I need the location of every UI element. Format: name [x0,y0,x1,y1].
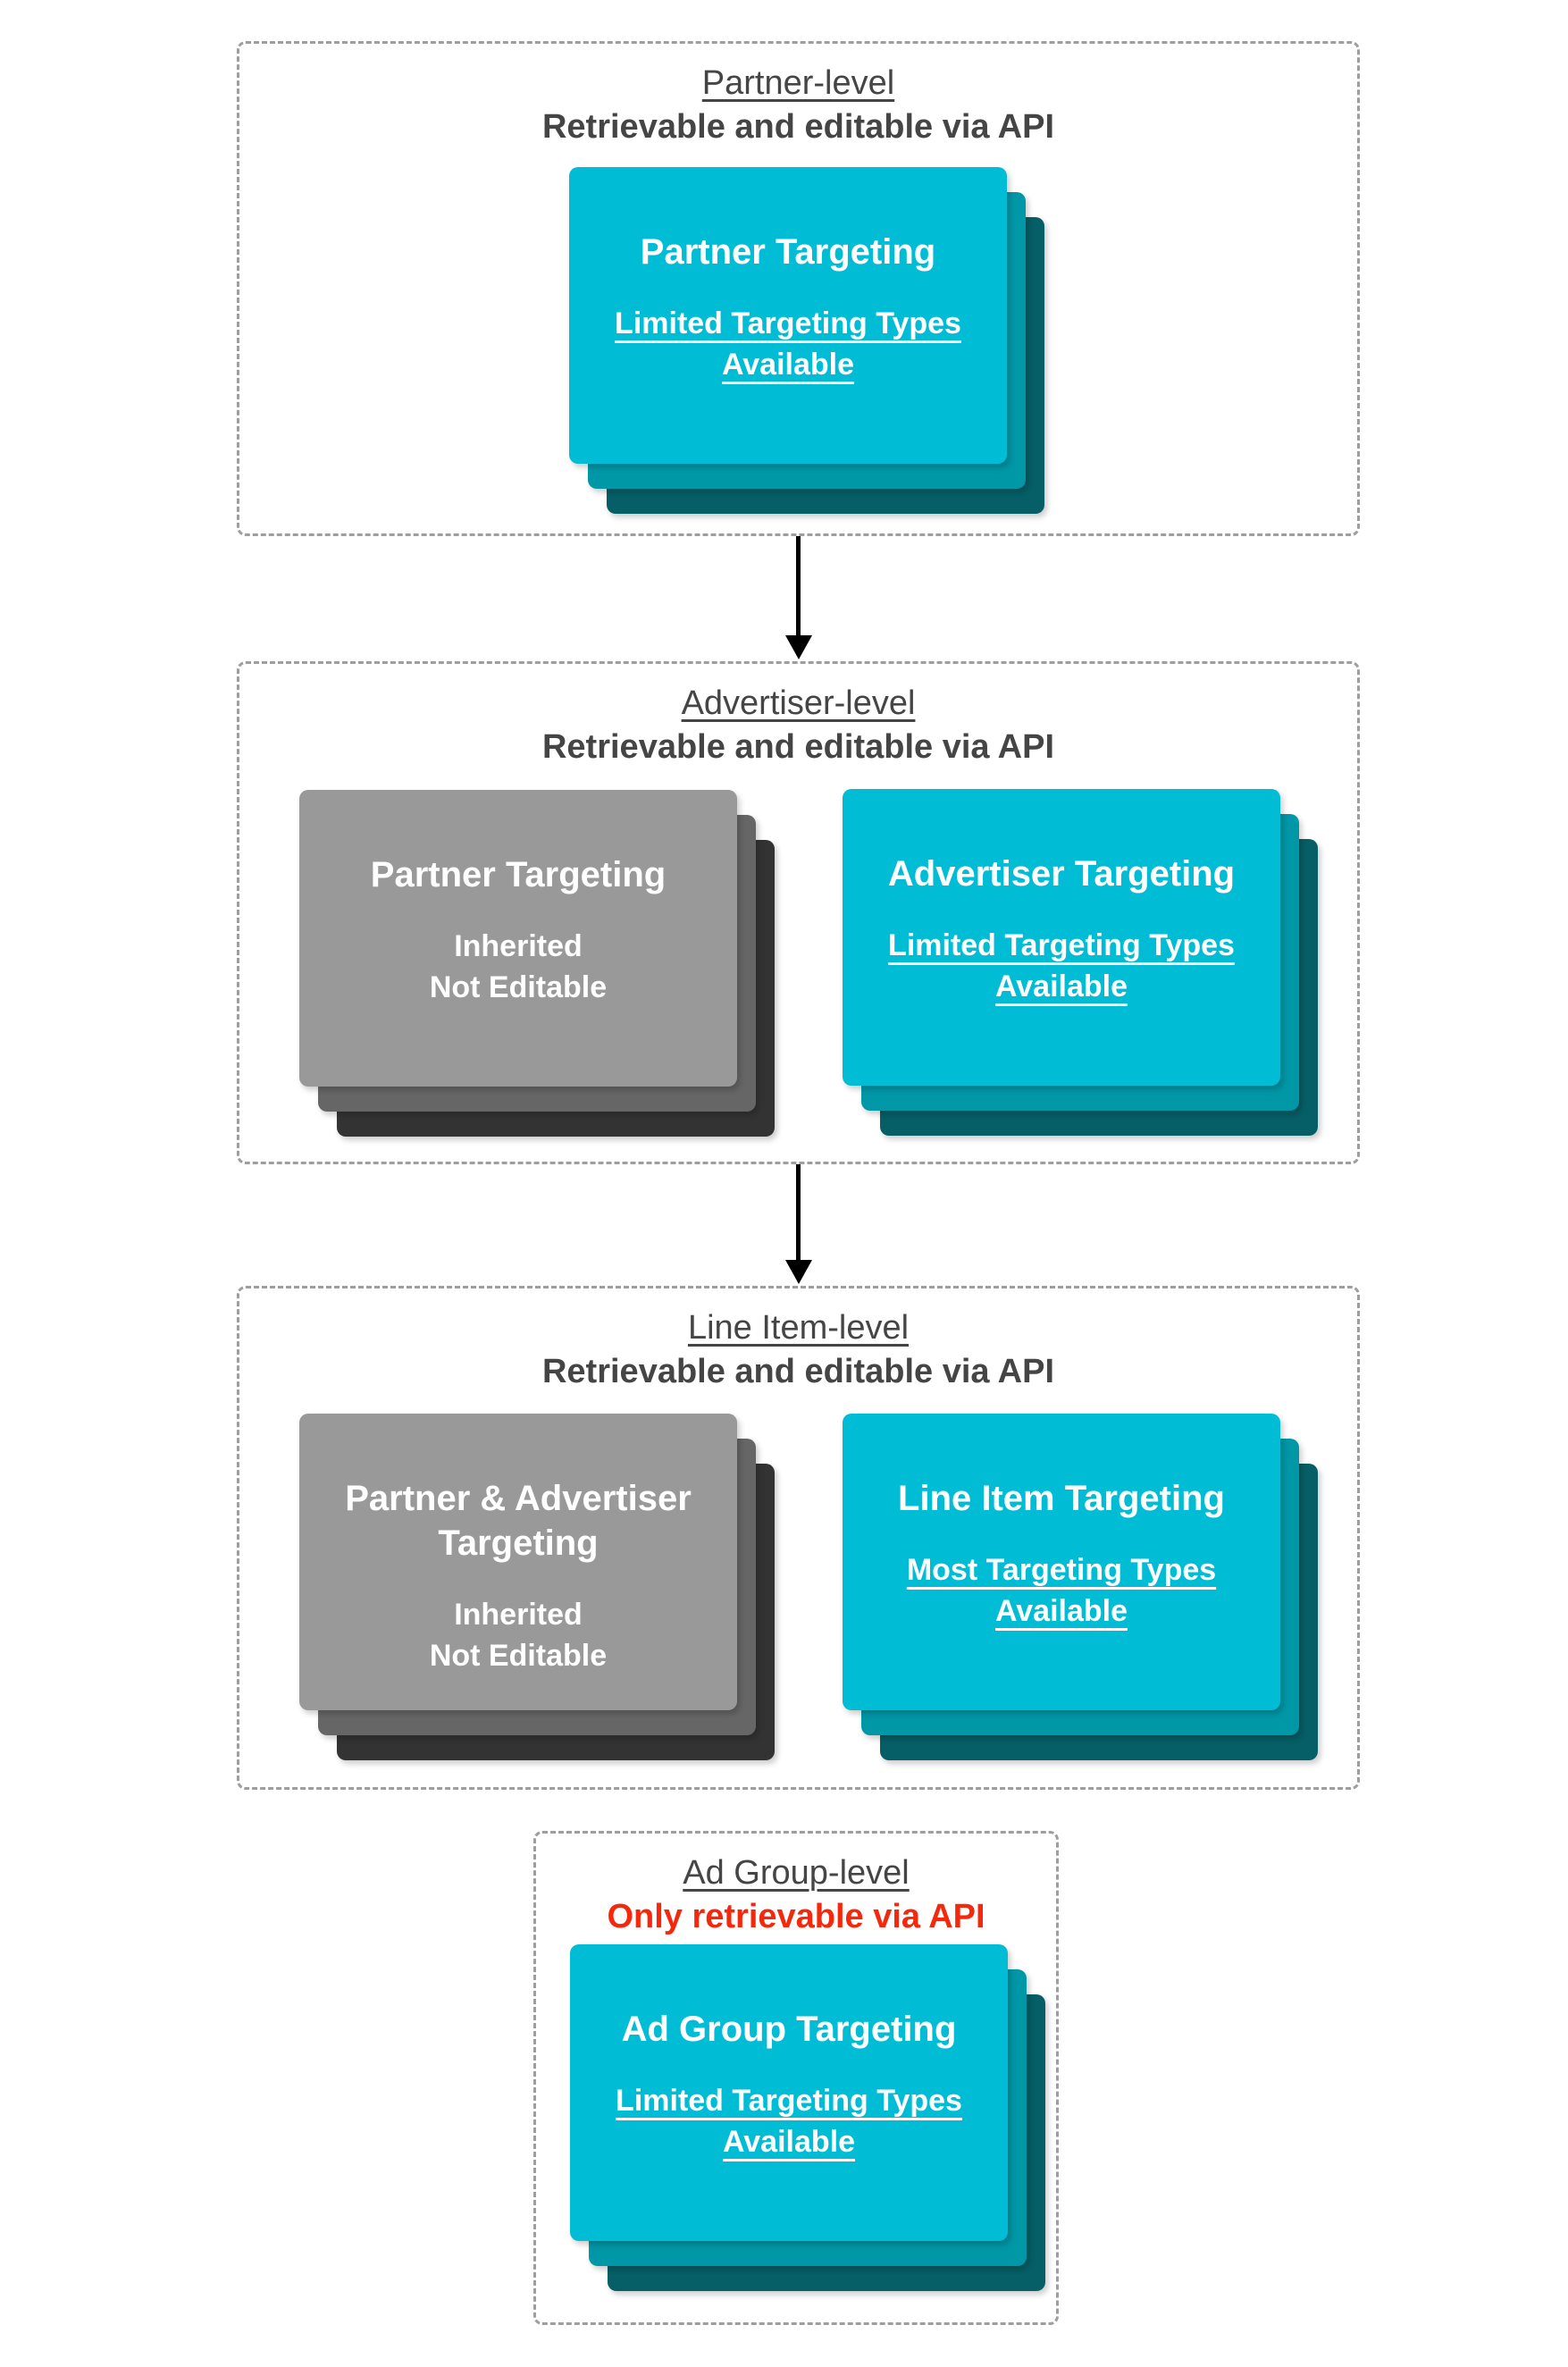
section-title: Partner-level [701,64,895,102]
section-subtitle: Retrievable and editable via API [541,108,1055,146]
section-subtitle: Only retrievable via API [607,1898,985,1935]
arrow-shaft [796,1164,801,1261]
section-advertiser-level: Advertiser-level Retrievable and editabl… [237,661,1360,1164]
arrow-head-icon [785,635,812,659]
section-line-item-level: Line Item-level Retrievable and editable… [237,1286,1360,1790]
card-title: Partner Targeting [370,855,667,894]
section-title: Line Item-level [687,1309,910,1347]
section-title: Advertiser-level [681,684,916,722]
flow-arrow-advertiser-to-lineitem [785,1164,823,1284]
section-header: Partner-level Retrievable and editable v… [239,44,1357,149]
flow-arrow-partner-to-advertiser [785,536,823,659]
card-stack-advertiser-targeting: Advertiser Targeting Limited Targeting T… [843,789,1318,1136]
section-ad-group-level: Ad Group-level Only retrievable via API … [533,1831,1059,2325]
card-title: Partner Targeting [640,232,936,272]
card-layer-front: Ad Group Targeting Limited Targeting Typ… [570,1944,1008,2241]
section-header: Advertiser-level Retrievable and editabl… [239,664,1357,769]
card-layer-front: Advertiser Targeting Limited Targeting T… [843,789,1280,1086]
section-header: Line Item-level Retrievable and editable… [239,1288,1357,1394]
section-partner-level: Partner-level Retrievable and editable v… [237,41,1360,536]
section-title: Ad Group-level [683,1854,910,1892]
card-layer-front: Line Item Targeting Most Targeting Types… [843,1414,1280,1710]
card-title: Line Item Targeting [898,1479,1225,1518]
card-layer-front: Partner Targeting Limited Targeting Type… [569,167,1007,464]
card-stack-ad-group-targeting: Ad Group Targeting Limited Targeting Typ… [570,1944,1045,2291]
arrow-shaft [796,536,801,636]
card-title: Ad Group Targeting [621,2010,957,2049]
card-stack-line-item-targeting: Line Item Targeting Most Targeting Types… [843,1414,1318,1760]
card-stack-partner-targeting: Partner Targeting Limited Targeting Type… [569,167,1044,514]
section-subtitle: Retrievable and editable via API [541,728,1055,766]
arrow-head-icon [785,1260,812,1284]
card-title: Advertiser Targeting [887,854,1236,894]
section-header: Ad Group-level Only retrievable via API [536,1834,1056,1939]
section-subtitle: Retrievable and editable via API [541,1353,1055,1390]
